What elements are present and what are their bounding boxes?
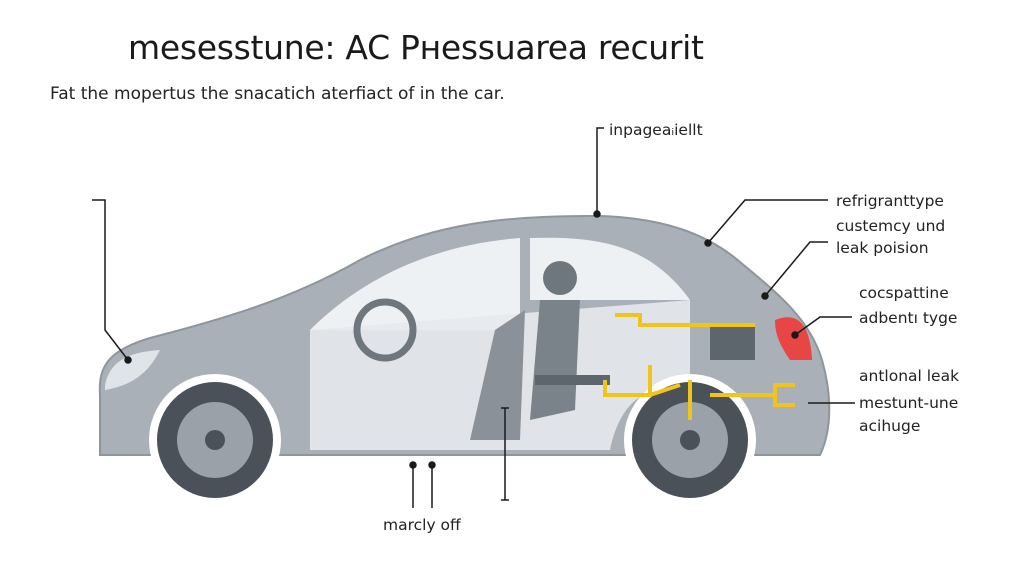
- label-leak-3: acihuge: [859, 417, 921, 435]
- label-refrigerant-3: leak poision: [836, 239, 929, 257]
- steering-wheel: [353, 298, 417, 362]
- leader-lines: [92, 127, 855, 508]
- label-bottom: marcly off: [383, 516, 461, 534]
- ac-pipes: [603, 313, 795, 420]
- dashboard-box: [710, 325, 755, 360]
- label-leak-2: mestunt-une: [859, 394, 959, 412]
- label-compartment-1: cocspattine: [859, 284, 949, 302]
- label-refrigerant-2: custemcy und: [836, 217, 946, 235]
- diagram-subtitle: Fat the mopertus the snacatich aterfiact…: [50, 84, 505, 104]
- driver-body: [530, 300, 580, 420]
- rear-wheel: [624, 374, 756, 506]
- front-wheel: [149, 374, 281, 506]
- taillight: [775, 317, 812, 360]
- driver-head: [543, 261, 577, 295]
- console: [535, 375, 610, 385]
- diagram-title: mesesstune: AC Pнessuarea recurit: [128, 28, 704, 67]
- label-leak-1: antlonal leak: [859, 367, 960, 385]
- headlight: [105, 350, 160, 390]
- cabin-window: [310, 238, 520, 330]
- label-refrigerant-1: refrigranttype: [836, 192, 944, 210]
- seat: [470, 310, 525, 440]
- label-compartment-2: adbentı tyge: [859, 309, 958, 327]
- label-top: inpageaᵢiellt: [609, 121, 703, 139]
